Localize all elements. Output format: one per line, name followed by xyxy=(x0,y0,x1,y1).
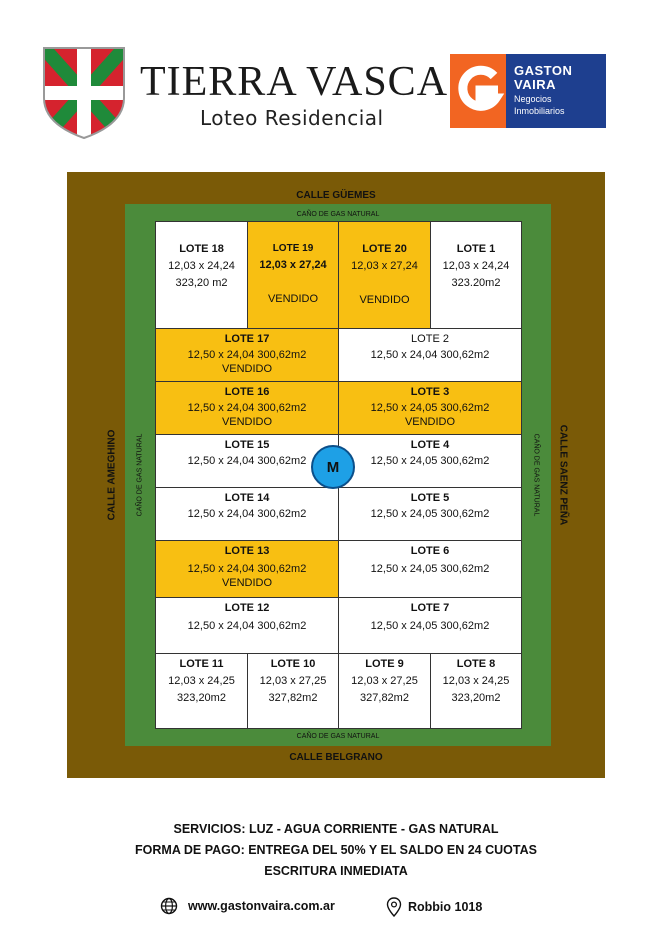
lot-19[interactable]: LOTE 19 12,03 x 27,24 VENDIDO xyxy=(247,221,339,329)
manhole-marker: M xyxy=(311,445,355,489)
lot-18[interactable]: LOTE 18 12,03 x 24,24 323,20 m2 xyxy=(155,221,248,329)
lot-5[interactable]: LOTE 5 12,50 x 24,05 300,62m2 xyxy=(338,487,522,541)
street-right: CALLE SAENZ PEÑA xyxy=(557,424,569,526)
brand-title: TIERRA VASCA xyxy=(140,59,449,105)
globe-icon xyxy=(160,897,178,915)
gas-line-label-top: CAÑO DE GAS NATURAL xyxy=(296,211,380,218)
lot-12[interactable]: LOTE 12 12,50 x 24,04 300,62m2 xyxy=(155,597,339,654)
lot-1[interactable]: LOTE 1 12,03 x 24,24 323.20m2 xyxy=(430,221,522,329)
website-link[interactable]: www.gastonvaira.com.ar xyxy=(188,899,335,913)
lot-9[interactable]: LOTE 9 12,03 x 27,25 327,82m2 xyxy=(338,653,431,729)
address-text: Robbio 1018 xyxy=(408,900,483,914)
lot-10[interactable]: LOTE 10 12,03 x 27,25 327,82m2 xyxy=(247,653,339,729)
services-text: SERVICIOS: LUZ - AGUA CORRIENTE - GAS NA… xyxy=(173,822,499,836)
agency-tag-line2: Inmobiliarios xyxy=(514,106,565,116)
street-bottom: CALLE BELGRANO xyxy=(289,752,383,763)
street-left: CALLE AMEGHINO xyxy=(106,429,118,521)
lot-13[interactable]: LOTE 13 12,50 x 24,04 300,62m2 VENDIDO xyxy=(155,540,339,598)
gas-line-label-left: CAÑO DE GAS NATURAL xyxy=(136,433,144,517)
agency-tag-line1: Negocios xyxy=(514,94,552,104)
lot-16[interactable]: LOTE 16 12,50 x 24,04 300,62m2 VENDIDO xyxy=(155,381,339,435)
lot-4[interactable]: LOTE 4 12,50 x 24,05 300,62m2 xyxy=(338,434,522,488)
gas-line-label-bottom: CAÑO DE GAS NATURAL xyxy=(296,733,380,740)
lot-17[interactable]: LOTE 17 12,50 x 24,04 300,62m2 VENDIDO xyxy=(155,328,339,382)
basque-flag-shield-logo xyxy=(43,47,125,140)
lot-11[interactable]: LOTE 11 12,03 x 24,25 323,20m2 xyxy=(155,653,248,729)
agency-g-mark-icon xyxy=(450,54,506,128)
brand-subtitle: Loteo Residencial xyxy=(200,106,384,130)
lot-14[interactable]: LOTE 14 12,50 x 24,04 300,62m2 xyxy=(155,487,339,541)
address-contact: Robbio 1018 xyxy=(386,897,482,917)
website-contact[interactable]: www.gastonvaira.com.ar xyxy=(160,897,335,915)
agency-logo: GASTON VAIRA Negocios Inmobiliarios xyxy=(450,54,606,128)
gas-line-label-right: CAÑO DE GAS NATURAL xyxy=(532,433,540,517)
lot-6[interactable]: LOTE 6 12,50 x 24,05 300,62m2 xyxy=(338,540,522,598)
lot-20[interactable]: LOTE 20 12,03 x 27,24 VENDIDO xyxy=(338,221,431,329)
deed-text: ESCRITURA INMEDIATA xyxy=(264,864,408,878)
street-top: CALLE GÜEMES xyxy=(296,190,376,201)
lot-7[interactable]: LOTE 7 12,50 x 24,05 300,62m2 xyxy=(338,597,522,654)
agency-name-line2: VAIRA xyxy=(514,77,556,92)
lot-8[interactable]: LOTE 8 12,03 x 24,25 323,20m2 xyxy=(430,653,522,729)
lot-3[interactable]: LOTE 3 12,50 x 24,05 300,62m2 VENDIDO xyxy=(338,381,522,435)
location-pin-icon xyxy=(386,897,402,917)
agency-name-line1: GASTON xyxy=(514,63,573,78)
payment-text: FORMA DE PAGO: ENTREGA DEL 50% Y EL SALD… xyxy=(135,843,537,857)
lot-2[interactable]: LOTE 2 12,50 x 24,04 300,62m2 xyxy=(338,328,522,382)
